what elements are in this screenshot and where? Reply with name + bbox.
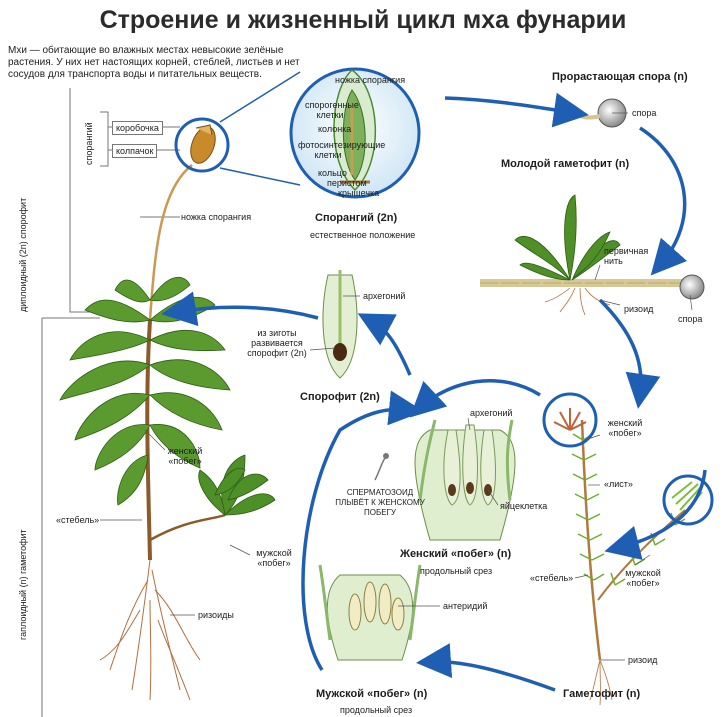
male-shoot-heading: Мужской «побег» (n) xyxy=(316,688,428,700)
male-shoot-art xyxy=(318,564,422,661)
capsule-magnifier-ring xyxy=(174,117,230,173)
gametophyte-female-shoot-label: женский «побег» xyxy=(607,418,643,438)
sperm-note: СПЕРМАТОЗОИД ПЛЫВЁТ К ЖЕНСКОМУ ПОБЕГУ xyxy=(335,488,425,517)
young-rhizoid-label: ризоид xyxy=(624,304,654,314)
main-female-shoot-label: женский «побег» xyxy=(167,446,203,466)
female-shoot-art xyxy=(374,419,516,541)
mature-gametophyte-art xyxy=(542,392,714,706)
lid-label: крышечка xyxy=(338,188,380,198)
female-archegonium-label: архегоний xyxy=(470,408,513,418)
male-branch-stem xyxy=(149,513,226,542)
sporophyte-stalk xyxy=(148,164,193,321)
young-gametophyte-heading: Молодой гаметофит (n) xyxy=(501,158,630,170)
egg-label: яйцеклетка xyxy=(500,501,548,511)
main-rhizoids-label: ризоиды xyxy=(198,610,234,620)
photosynthetic-cells-label: фотосинтезирующие клетки xyxy=(298,140,386,160)
ring-label: кольцо xyxy=(318,168,347,178)
leaf-label: «лист» xyxy=(604,479,633,489)
main-rhizoids xyxy=(99,559,201,701)
male-shoot-subheading: продольный срез xyxy=(340,705,413,715)
gametophyte-stem-label: «стебель» xyxy=(530,573,574,583)
male-branch-leaves xyxy=(198,454,276,516)
cycle-arrows xyxy=(161,92,707,692)
male-shoot-ring xyxy=(662,474,714,526)
antheridium-label: антеридий xyxy=(443,601,488,611)
young-gametophyte-art xyxy=(480,194,705,316)
female-shoot-heading: Женский «побег» (n) xyxy=(400,548,512,560)
primary-thread-label: первичная нить xyxy=(604,246,649,266)
spore-label: спора xyxy=(632,108,657,118)
sporangium-subheading: естественное положение xyxy=(310,230,416,240)
main-leaves xyxy=(59,277,231,506)
page-title: Строение и жизненный цикл мха фунарии xyxy=(99,6,627,34)
haploid-bracket-label: гаплоидный (n) гаметофит xyxy=(18,529,28,640)
main-stem-label: «стебель» xyxy=(56,515,100,525)
capsule-label: коробочка xyxy=(112,121,163,135)
sporophyte-stage-art xyxy=(322,270,358,379)
stalk-label: ножка спорангия xyxy=(181,212,252,222)
cap-label: колпачок xyxy=(112,144,158,158)
column-label: колонка xyxy=(318,124,352,134)
main-stem xyxy=(145,319,152,561)
female-shoot-subheading: продольный срез xyxy=(420,566,493,576)
female-shoot-ring xyxy=(542,392,598,448)
sporophyte-heading: Спорофит (2n) xyxy=(300,391,380,403)
intro-text: Мхи — обитающие во влажных местах невысо… xyxy=(8,45,300,80)
sporangium-bracket xyxy=(100,111,109,167)
sporangium-stalk-label: ножка спорангия xyxy=(335,75,406,85)
spore-heading: Прорастающая спора (n) xyxy=(552,71,688,83)
zygote-note: из зиготы развивается спорофит (2n) xyxy=(247,328,307,358)
peristome-label: перистом xyxy=(327,178,367,188)
gametophyte-male-shoot-label: мужской «побег» xyxy=(625,568,661,588)
sporangium-heading: Спорангий (2n) xyxy=(315,212,398,224)
gametophyte-heading: Гаметофит (n) xyxy=(563,688,641,700)
sporangium-bracket-label: спорангий xyxy=(84,122,94,165)
main-male-shoot-label: мужской «побег» xyxy=(256,548,292,568)
gametophyte-rhizoid-label: ризоид xyxy=(628,655,658,665)
sporophyte-archegonium-label: архегоний xyxy=(363,291,406,301)
diploid-bracket-label: диплоидный (2n) спорофит xyxy=(18,197,28,312)
young-spore-label: спора xyxy=(678,314,703,324)
sporogenous-cells-label: спорогенные клетки xyxy=(305,100,359,120)
